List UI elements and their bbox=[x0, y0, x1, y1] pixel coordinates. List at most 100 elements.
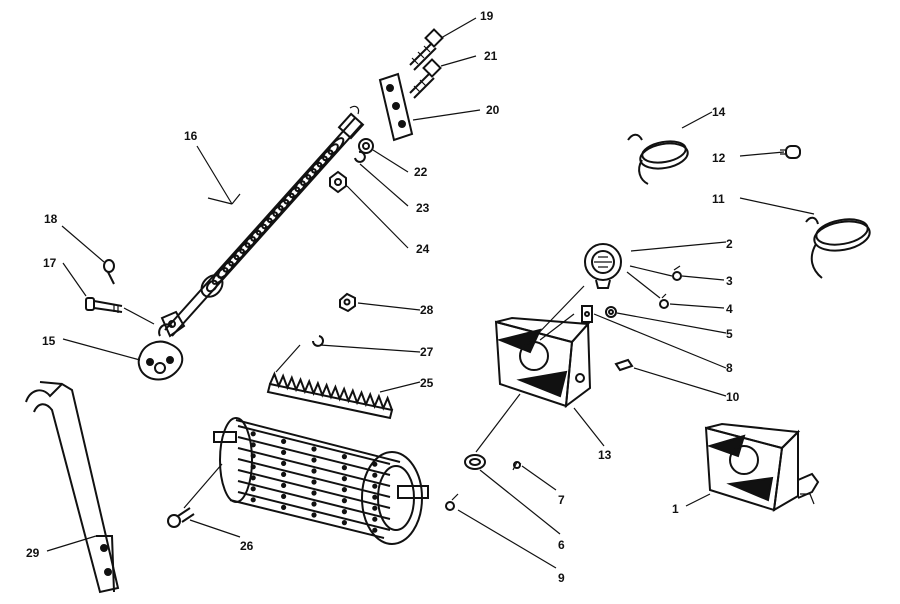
drum-rivet bbox=[372, 516, 378, 522]
part-4-screw bbox=[659, 293, 669, 309]
label-12: 12 bbox=[712, 151, 726, 165]
drum-rivet bbox=[372, 472, 378, 478]
spring-coil bbox=[277, 192, 295, 211]
part-18-cotter-pin bbox=[103, 259, 115, 285]
drum-rivet bbox=[281, 438, 287, 444]
spring-coil bbox=[300, 168, 317, 186]
main-drum-cylinder bbox=[213, 417, 429, 545]
spring-coils bbox=[211, 137, 345, 285]
drum-rivet bbox=[311, 501, 317, 507]
drum-rivet bbox=[341, 476, 347, 482]
drum-slat bbox=[237, 469, 391, 509]
label-25: 25 bbox=[420, 376, 434, 390]
label-4: 4 bbox=[726, 302, 733, 316]
drum-rivet bbox=[281, 449, 287, 455]
part-14-cable bbox=[627, 133, 689, 185]
spring-coil bbox=[316, 149, 334, 168]
drum-slat bbox=[237, 458, 391, 498]
callout-labels: 19 21 20 22 23 24 16 18 17 15 29 28 27 2… bbox=[26, 9, 740, 585]
label-2: 2 bbox=[726, 237, 733, 251]
part-29-bracket bbox=[25, 381, 120, 594]
drum-rivet bbox=[311, 490, 317, 496]
part-24-nut bbox=[329, 170, 347, 194]
drum-slat bbox=[237, 491, 391, 531]
label-21: 21 bbox=[484, 49, 498, 63]
label-8: 8 bbox=[726, 361, 733, 375]
part-21-bolt bbox=[409, 58, 442, 99]
drum-rivet bbox=[341, 498, 347, 504]
drum-rivet bbox=[372, 494, 378, 500]
part-1-lamp-assembly bbox=[704, 422, 820, 512]
spring-coil bbox=[250, 223, 268, 242]
drum-rivet bbox=[281, 493, 287, 499]
spring-coil bbox=[294, 174, 312, 192]
drum-slat bbox=[237, 447, 391, 487]
drum-rivet bbox=[311, 457, 317, 463]
drum-rivet bbox=[250, 464, 256, 470]
label-7: 7 bbox=[558, 493, 565, 507]
spring-coil bbox=[211, 267, 229, 285]
drum-slat bbox=[237, 480, 391, 520]
part-9-screw bbox=[445, 493, 459, 511]
spring-coil bbox=[239, 236, 256, 254]
drum-slat bbox=[237, 436, 391, 476]
label-3: 3 bbox=[726, 274, 733, 288]
part-7-screw bbox=[512, 461, 522, 471]
drum-rivet bbox=[250, 442, 256, 448]
part-23-clip bbox=[354, 150, 366, 163]
part-13-lamp-housing bbox=[494, 316, 592, 409]
spring-coil bbox=[222, 254, 240, 273]
spring-coil bbox=[283, 186, 301, 205]
drum-rivet bbox=[372, 527, 378, 533]
spring-coil bbox=[266, 205, 284, 223]
label-1: 1 bbox=[672, 502, 679, 516]
spring-coil bbox=[244, 230, 262, 248]
spring-coil bbox=[233, 242, 251, 261]
part-16-spring-rod bbox=[158, 112, 365, 338]
label-27: 27 bbox=[420, 345, 434, 359]
drum-rivet bbox=[372, 505, 378, 511]
drum-rivet bbox=[281, 471, 287, 477]
label-28: 28 bbox=[420, 303, 434, 317]
spring-coil bbox=[261, 211, 279, 230]
drum-rivet bbox=[250, 475, 256, 481]
part-3-screw bbox=[672, 265, 682, 281]
part-22-washer bbox=[358, 138, 374, 154]
drum-rivet bbox=[311, 512, 317, 518]
drum-slats bbox=[237, 425, 391, 533]
spring-coil bbox=[288, 180, 306, 199]
drum-rivet bbox=[281, 504, 287, 510]
part-6-bulb-socket bbox=[464, 454, 486, 470]
drum-rivet bbox=[281, 482, 287, 488]
drum-rivet bbox=[311, 479, 317, 485]
drum-rivet bbox=[250, 453, 256, 459]
spring-coil bbox=[322, 143, 339, 162]
drum-rivet bbox=[281, 460, 287, 466]
label-6: 6 bbox=[558, 538, 565, 552]
label-18: 18 bbox=[44, 212, 58, 226]
spring-coil bbox=[228, 248, 245, 267]
label-10: 10 bbox=[726, 390, 740, 404]
part-26-bolt bbox=[167, 507, 195, 528]
part-15-flange-plate bbox=[137, 340, 184, 381]
spring-coil bbox=[305, 161, 323, 180]
spring-coil bbox=[327, 137, 345, 155]
label-20: 20 bbox=[486, 103, 500, 117]
label-11: 11 bbox=[712, 192, 725, 206]
drum-rivet bbox=[311, 446, 317, 452]
leader-lines bbox=[46, 17, 815, 569]
label-5: 5 bbox=[726, 327, 733, 341]
part-11-cable bbox=[805, 216, 871, 279]
drum-rivet bbox=[250, 486, 256, 492]
drum-rivet bbox=[341, 519, 347, 526]
part-19-bolt bbox=[409, 28, 444, 71]
drum-rivet bbox=[250, 431, 256, 437]
drum-rivet bbox=[341, 487, 347, 493]
spring-coil bbox=[311, 155, 328, 174]
part-12-bulb bbox=[780, 145, 801, 159]
part-2-lamp-head bbox=[584, 243, 622, 289]
spring-coil bbox=[255, 217, 273, 236]
label-14: 14 bbox=[712, 105, 726, 119]
label-19: 19 bbox=[480, 9, 494, 23]
